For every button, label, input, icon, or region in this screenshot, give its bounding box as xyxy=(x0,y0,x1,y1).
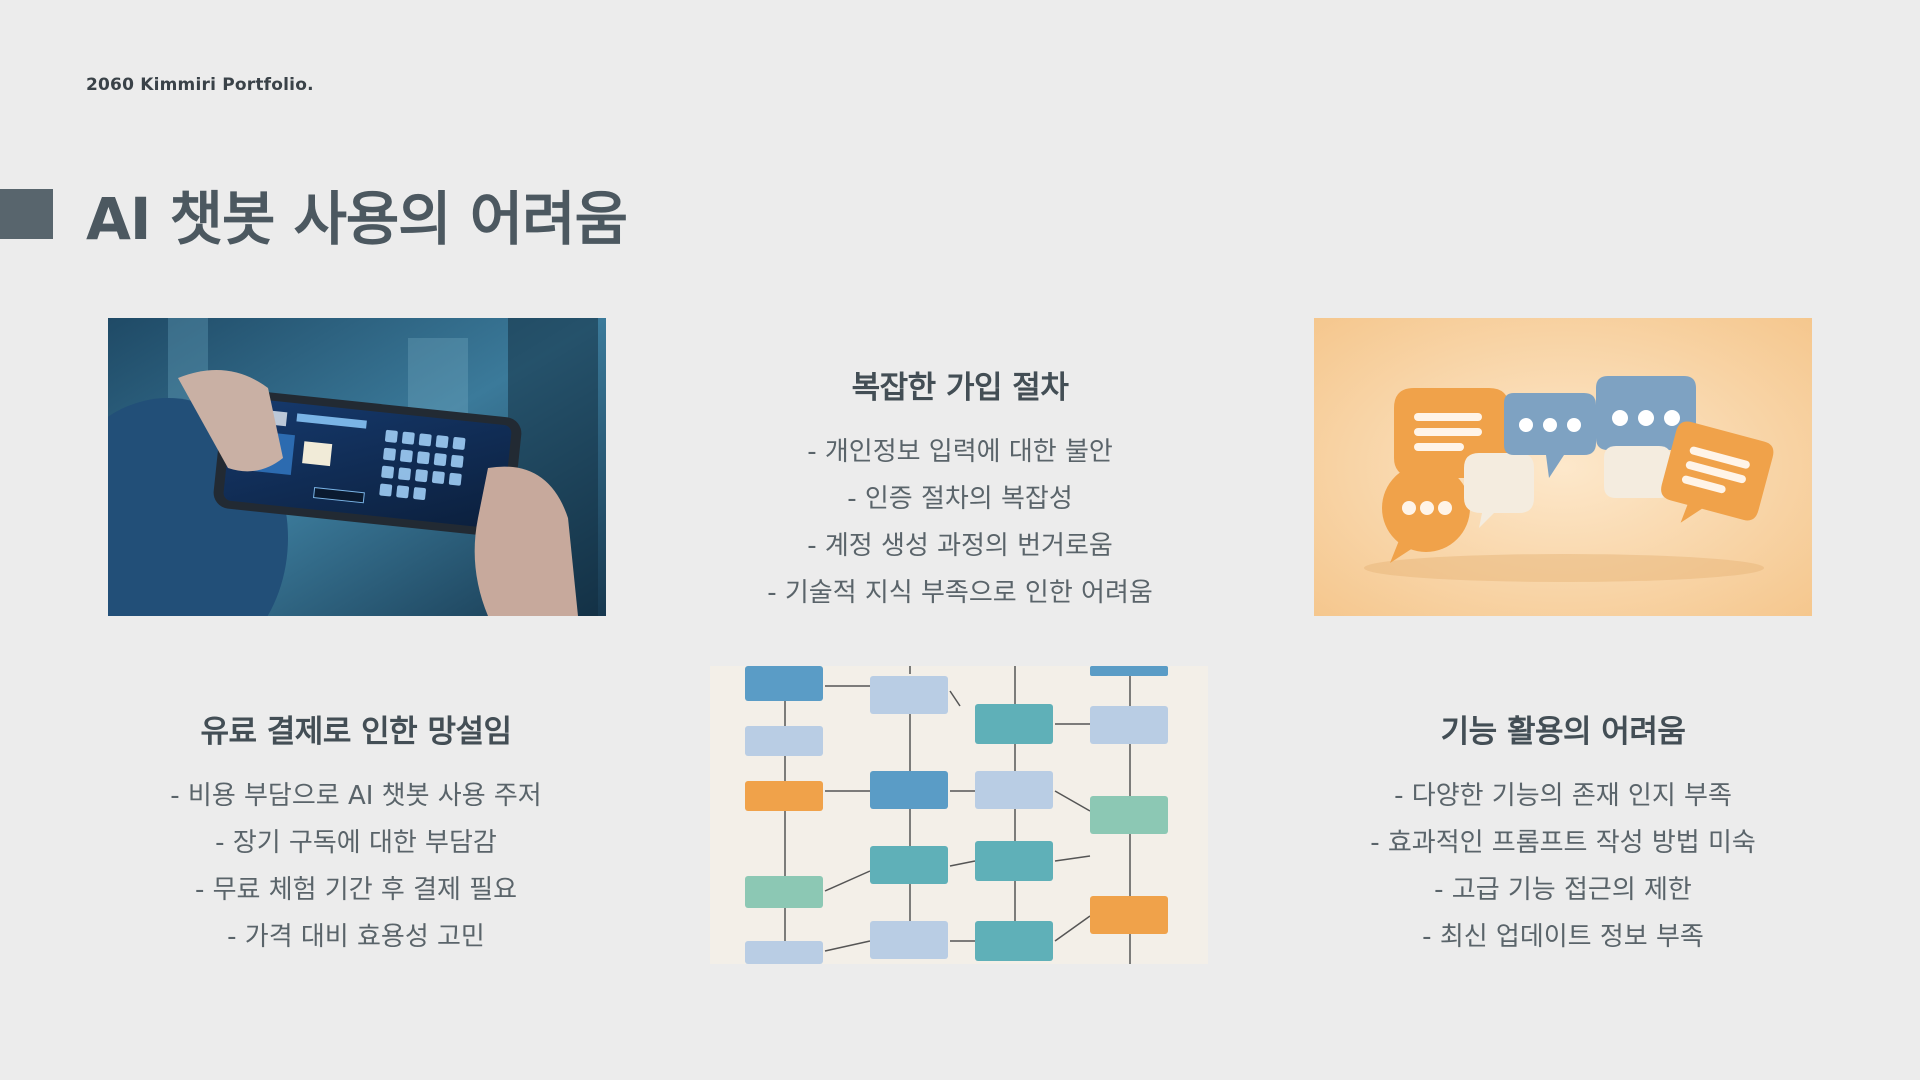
brand-label: 2060 Kimmiri Portfolio. xyxy=(86,75,314,95)
section-list: - 비용 부담으로 AI 챗봇 사용 주저 - 장기 구독에 대한 부담감 - … xyxy=(96,773,616,961)
section-signup: 복잡한 가입 절차 - 개인정보 입력에 대한 불안 - 인증 절차의 복잡성 … xyxy=(700,362,1220,617)
section-list: - 개인정보 입력에 대한 불안 - 인증 절차의 복잡성 - 계정 생성 과정… xyxy=(700,429,1220,617)
list-item: - 최신 업데이트 정보 부족 xyxy=(1422,922,1704,952)
section-heading: 유료 결제로 인한 망설임 xyxy=(200,714,512,750)
title-accent-bar xyxy=(0,189,53,239)
list-item: - 가격 대비 효용성 고민 xyxy=(227,922,485,952)
list-item: - 무료 체험 기간 후 결제 필요 xyxy=(194,875,518,905)
section-payment: 유료 결제로 인한 망설임 - 비용 부담으로 AI 챗봇 사용 주저 - 장기… xyxy=(96,706,616,961)
phone-photo xyxy=(108,318,606,616)
list-item: - 다양한 기능의 존재 인지 부족 xyxy=(1394,781,1732,811)
list-item: - 비용 부담으로 AI 챗봇 사용 주저 xyxy=(170,781,542,811)
list-item: - 기술적 지식 부족으로 인한 어려움 xyxy=(767,578,1153,608)
section-features: 기능 활용의 어려움 - 다양한 기능의 존재 인지 부족 - 효과적인 프롬프… xyxy=(1303,706,1823,961)
page-title: AI 챗봇 사용의 어려움 xyxy=(86,185,628,253)
chat-bubbles-illustration xyxy=(1314,318,1812,616)
section-list: - 다양한 기능의 존재 인지 부족 - 효과적인 프롬프트 작성 방법 미숙 … xyxy=(1303,773,1823,961)
list-item: - 개인정보 입력에 대한 불안 xyxy=(807,437,1113,467)
list-item: - 장기 구독에 대한 부담감 xyxy=(215,828,497,858)
list-item: - 효과적인 프롬프트 작성 방법 미숙 xyxy=(1370,828,1756,858)
list-item: - 고급 기능 접근의 제한 xyxy=(1434,875,1692,905)
section-heading: 복잡한 가입 절차 xyxy=(851,370,1069,406)
list-item: - 계정 생성 과정의 번거로움 xyxy=(807,531,1113,561)
flowchart-illustration xyxy=(710,666,1208,964)
section-heading: 기능 활용의 어려움 xyxy=(1440,714,1686,750)
list-item: - 인증 절차의 복잡성 xyxy=(847,484,1073,514)
